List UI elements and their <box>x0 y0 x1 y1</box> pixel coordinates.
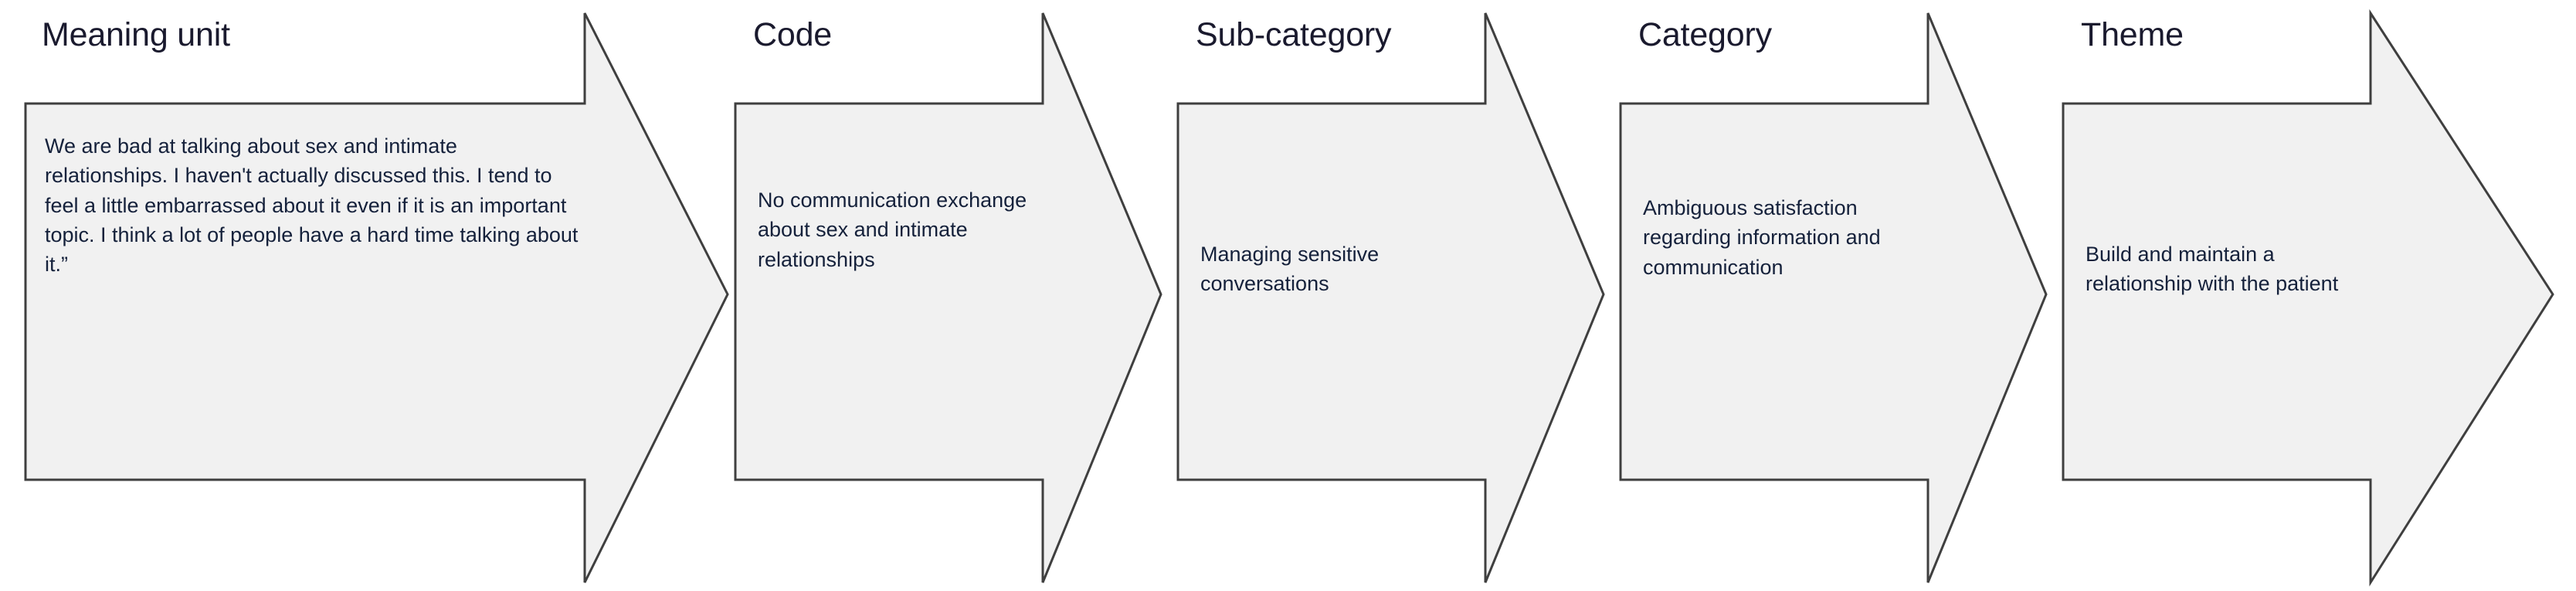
stage-body-sub-category: Managing sensitive conversations <box>1200 243 1380 296</box>
stage-title-meaning-unit: Meaning unit <box>42 16 230 53</box>
stage-title-sub-category: Sub-category <box>1196 16 1392 53</box>
stage-body-theme: Build and maintain a relationship with t… <box>2086 243 2339 296</box>
stage-title-theme: Theme <box>2081 16 2184 53</box>
stage-body-code: No communication exchange about sex and … <box>758 189 1027 271</box>
stage-title-category: Category <box>1638 16 1772 53</box>
stage-body-category: Ambiguous satisfaction regarding informa… <box>1643 196 1881 279</box>
chevron-shape-sub-category <box>1176 12 1605 583</box>
chevron-shape-category <box>1619 12 2048 583</box>
chevron-shape-meaning-unit <box>24 12 729 583</box>
stage-title-code: Code <box>753 16 832 53</box>
chevron-shape-code <box>734 12 1162 583</box>
stage-body-meaning-unit: We are bad at talking about sex and inti… <box>45 134 579 277</box>
chevron-shape-theme <box>2062 8 2554 587</box>
